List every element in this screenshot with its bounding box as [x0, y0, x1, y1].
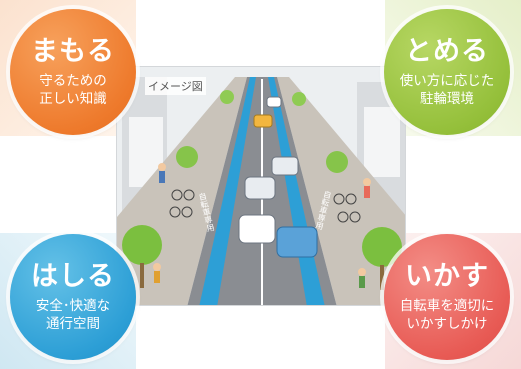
circle-desc-line2: 駐輪環境 [420, 91, 474, 107]
circle-hashiru: はしる 安全･快適な 通行空間 [10, 234, 136, 360]
scene-label: イメージ図 [145, 77, 206, 95]
car [276, 226, 318, 258]
left-bike-lane [199, 77, 256, 305]
circle-desc-line2: 通行空間 [46, 316, 100, 332]
circle-desc-line1: 使い方に応じた [399, 73, 495, 89]
circle-desc-line1: 守るための [39, 73, 107, 89]
pedestrians [153, 163, 371, 288]
circle-desc-line1: 自転車を適切に [399, 298, 495, 314]
circle-desc-line1: 安全･快適な [35, 298, 111, 314]
tree [122, 225, 162, 265]
circle-desc-line2: 正しい知識 [39, 91, 107, 107]
car [253, 114, 273, 128]
circle-tomeru: とめる 使い方に応じた 駐輪環境 [384, 9, 510, 135]
circle-mamoru: まもる 守るための 正しい知識 [10, 9, 136, 135]
car [271, 156, 299, 176]
circle-title: まもる [31, 36, 115, 67]
parked-bicycles [169, 189, 361, 223]
circle-desc-line2: いかすしかけ [406, 316, 488, 332]
car [244, 176, 276, 200]
circle-title: とめる [405, 36, 489, 67]
car [266, 96, 282, 108]
circle-title: いかす [405, 261, 489, 292]
circle-ikasu: いかす 自転車を適切に いかすしかけ [384, 234, 510, 360]
street-scene-graphic [117, 67, 405, 305]
tree [292, 92, 306, 106]
tree [176, 146, 198, 168]
tree [362, 227, 402, 267]
tree [326, 151, 348, 173]
car [238, 214, 276, 244]
tree [220, 90, 234, 104]
street-illustration: イメージ図 [116, 66, 406, 306]
circle-title: はしる [31, 261, 115, 292]
